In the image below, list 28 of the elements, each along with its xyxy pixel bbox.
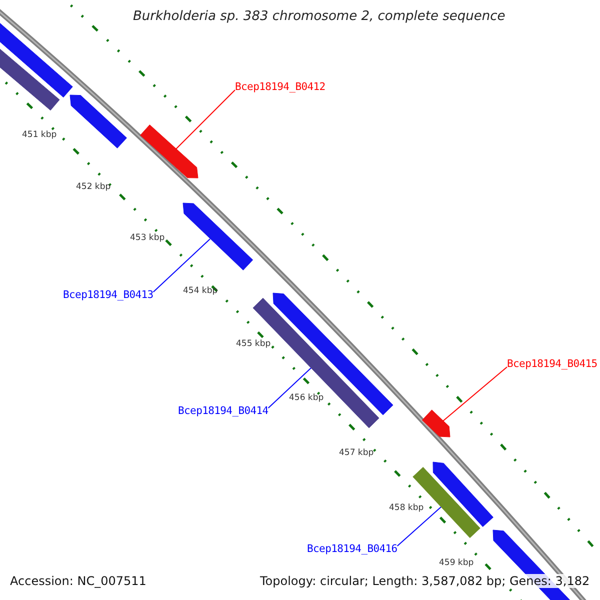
scale-label: 459 kbp <box>439 558 474 568</box>
leader-line <box>442 366 508 422</box>
scale-label: 452 kbp <box>76 182 111 192</box>
gene-feature <box>140 124 198 178</box>
gene-label: Bcep18194_B0415 <box>507 358 598 370</box>
leader-line <box>176 90 236 150</box>
gene-label: Bcep18194_B0413 <box>63 289 154 301</box>
scale-label: 458 kbp <box>389 503 424 513</box>
gene-feature <box>272 292 394 416</box>
scale-label: 455 kbp <box>236 339 271 349</box>
leader-line <box>268 368 312 408</box>
accession-text: Accession: NC_007511 <box>8 574 148 588</box>
diagram-title: Burkholderia sp. 383 chromosome 2, complete sequence <box>133 9 506 24</box>
scale-label: 454 kbp <box>183 286 218 296</box>
leader-line <box>396 506 442 546</box>
gene-label: Bcep18194_B0412 <box>235 81 326 93</box>
gene-feature <box>70 94 127 148</box>
gene-feature <box>432 462 494 527</box>
gene-feature <box>422 410 450 438</box>
leader-line <box>152 238 210 292</box>
gene-feature <box>182 202 254 270</box>
scale-label: 453 kbp <box>130 233 165 243</box>
gene-label: Bcep18194_B0414 <box>178 405 268 417</box>
gene-label: Bcep18194_B0416 <box>307 543 398 555</box>
scale-label: 451 kbp <box>22 130 57 140</box>
gene-feature <box>0 22 73 98</box>
scale-label: 456 kbp <box>289 393 324 403</box>
scale-label: 457 kbp <box>339 448 374 458</box>
